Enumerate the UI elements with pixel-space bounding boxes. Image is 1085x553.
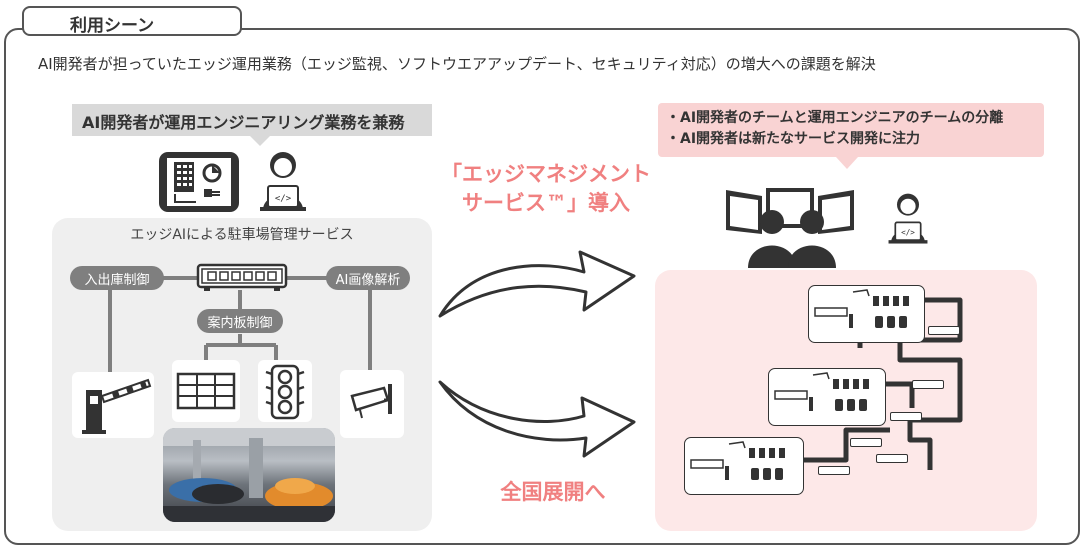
panel-title: エッジAIによる駐車場管理サービス: [130, 227, 354, 243]
before-label: AI開発者が運用エンジニアリング業務を兼務: [72, 104, 432, 146]
edge-device-icon: [876, 454, 908, 463]
after-point1: ・AI開発者のチームと運用エンジニアのチームの分離: [666, 110, 1004, 126]
signboard-tile: [172, 360, 240, 422]
camera-tile: [340, 370, 404, 438]
nationwide-text: 全国展開へ: [500, 480, 606, 504]
introduction-text: 「エッジマネジメント サービス™」導入: [440, 160, 652, 218]
edge-device-icon: [818, 466, 850, 475]
edge-device-icon: [196, 263, 288, 291]
developer-icon: </>: [888, 193, 928, 244]
tablet-icon: [159, 152, 239, 212]
camera-icon: [350, 384, 392, 419]
team-icon: [748, 210, 836, 268]
svg-text:</>: </>: [275, 194, 292, 204]
traffic-light-icon: [265, 364, 305, 420]
scene-tab: 利用シーン: [22, 6, 242, 36]
curved-arrow-icon: [438, 250, 636, 318]
site-node: [768, 368, 886, 426]
pill-image-analysis: AI画像解析: [326, 266, 410, 290]
pill-entry-control: 入出庫制御: [70, 266, 164, 290]
after-label: ・AI開発者のチームと運用エンジニアのチームの分離 ・AI開発者は新たなサービス…: [658, 103, 1044, 169]
headline: AI開発者が担っていたエッジ運用業務（エッジ監視、ソフトウエアアップデート、セキ…: [38, 55, 876, 73]
parking-gate-tile: [72, 372, 154, 438]
site-node: [808, 285, 925, 343]
curved-arrow-icon: [438, 380, 636, 458]
introduction-line1: 「エッジマネジメント: [441, 162, 651, 186]
signboard-icon: [176, 372, 236, 410]
edge-device-icon: [890, 412, 922, 421]
edge-device-icon: [850, 438, 882, 447]
edge-device-icon: [912, 380, 944, 389]
svg-text:</>: </>: [901, 228, 915, 237]
developer-icon: </>: [260, 152, 306, 211]
traffic-light-tile: [258, 360, 312, 422]
parking-photo: [163, 428, 335, 522]
parking-gate-icon: [82, 378, 152, 434]
site-node: [684, 437, 804, 495]
edge-device-icon: [928, 326, 960, 335]
after-point2: ・AI開発者は新たなサービス開発に注力: [666, 131, 921, 147]
introduction-line2: サービス™」導入: [462, 191, 630, 215]
pill-board-control: 案内板制御: [197, 309, 283, 333]
